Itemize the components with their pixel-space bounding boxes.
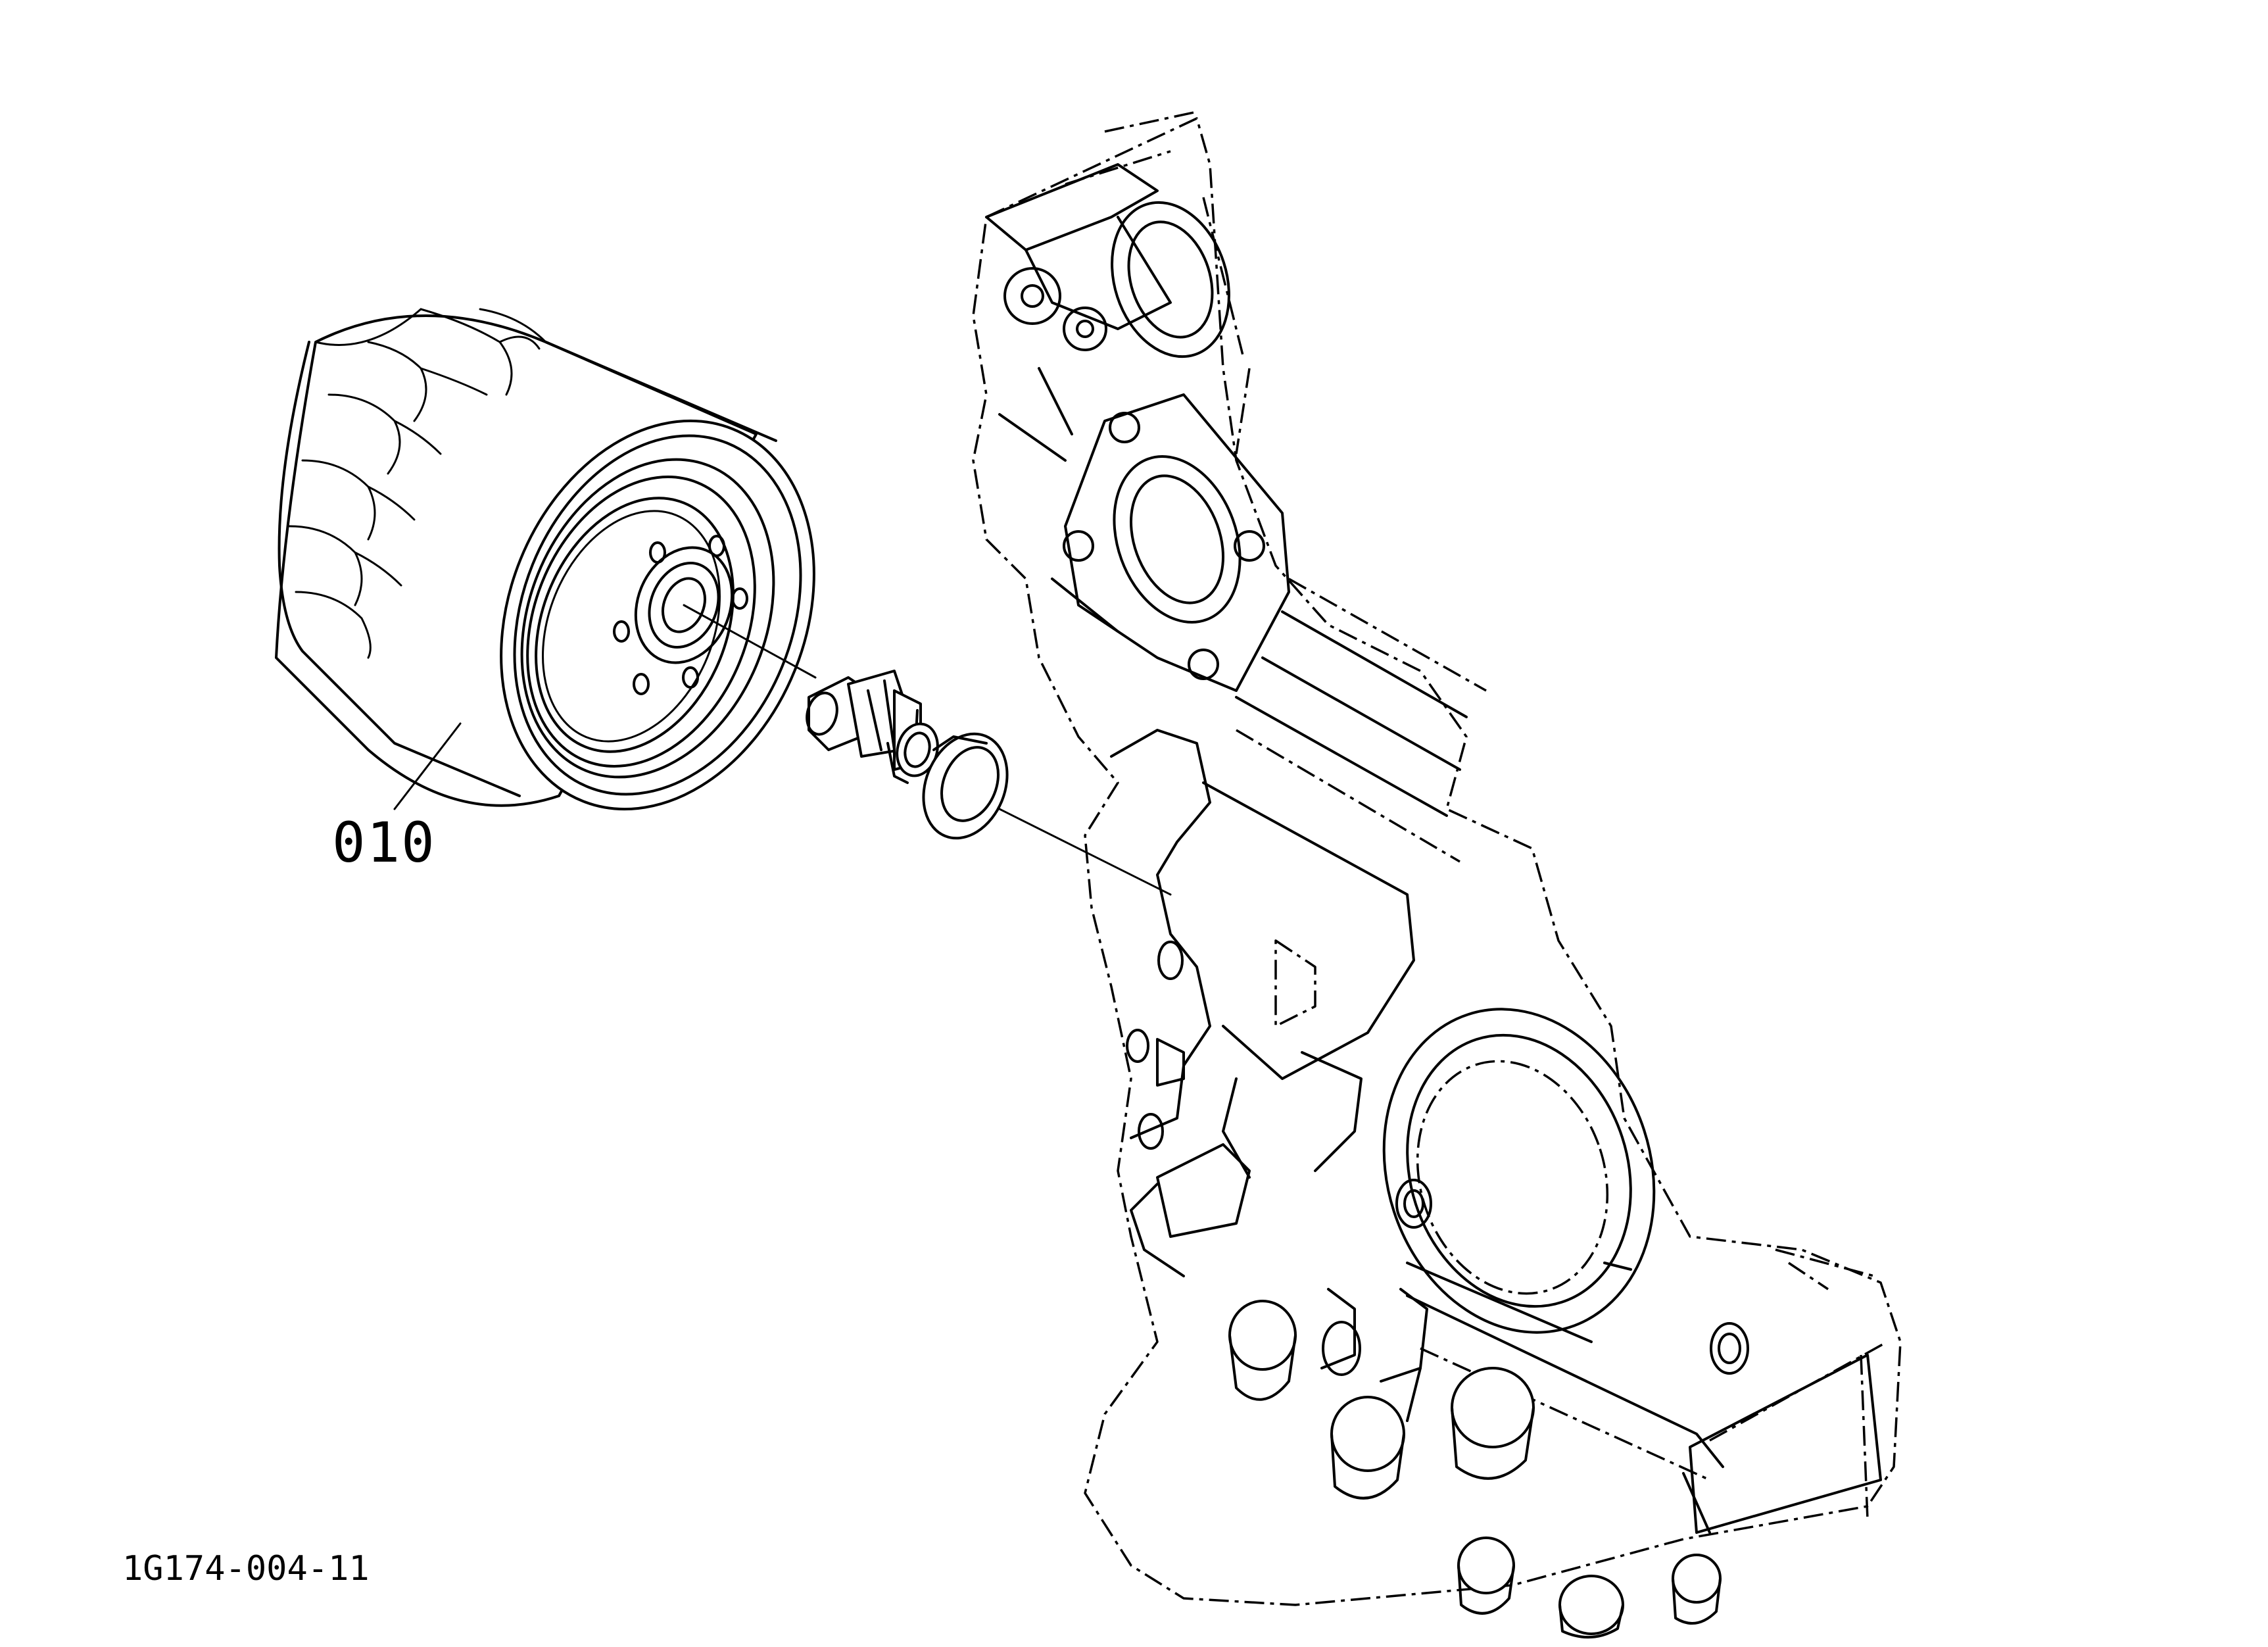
assembly-axis-line xyxy=(683,604,1172,896)
figure-code: 1G174-004-11 xyxy=(122,1549,370,1588)
callout-010-label: 010 xyxy=(332,810,436,875)
gear-case-plugs xyxy=(1228,1300,1722,1638)
sealing-washer xyxy=(922,732,1009,840)
callout-010-leader xyxy=(393,722,462,810)
filter-center-pipe xyxy=(806,670,939,784)
oil-filter-cartridge xyxy=(275,308,815,811)
gear-case-phantom xyxy=(972,111,1902,1606)
